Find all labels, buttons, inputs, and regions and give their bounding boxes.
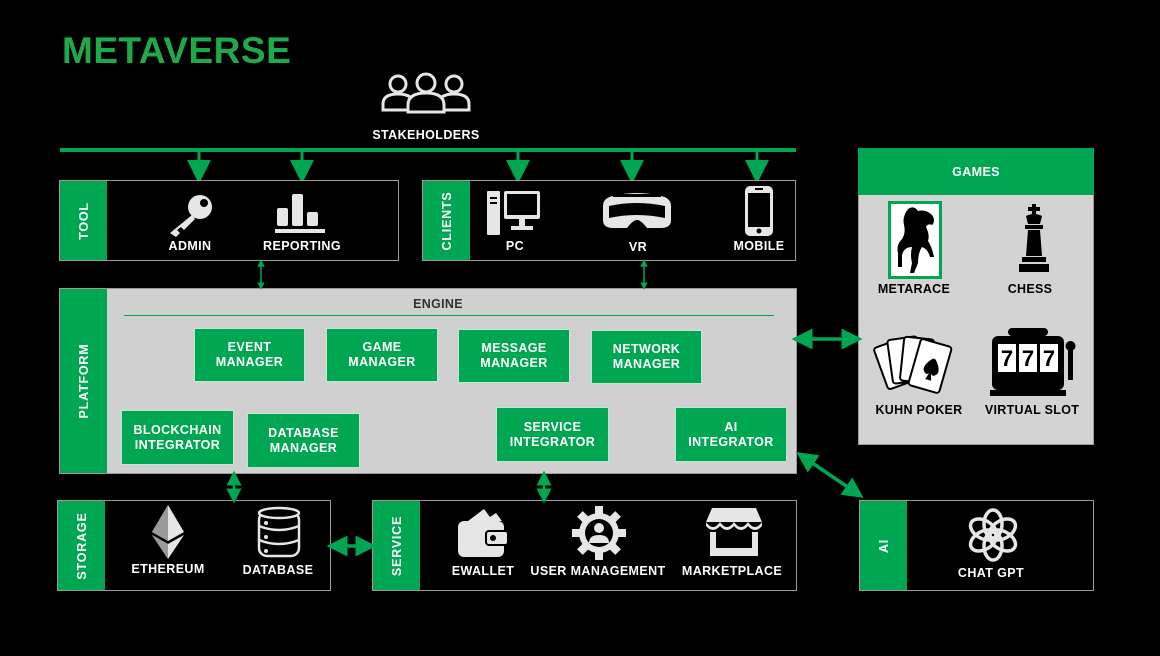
ai-item-chat-gpt-label: CHAT GPT: [957, 566, 1025, 580]
database-icon: [257, 506, 301, 558]
svg-text:7: 7: [1043, 346, 1055, 371]
chess-king-icon: [1019, 204, 1049, 272]
ethereum-icon: [152, 505, 184, 559]
wallet-icon: [458, 509, 509, 557]
games-item-metarace-label: METARACE: [877, 282, 951, 296]
stakeholders-label: STAKEHOLDERS: [372, 128, 480, 142]
games-item-kuhn-poker-label: KUHN POKER: [875, 403, 963, 417]
svg-text:7: 7: [1001, 346, 1013, 371]
service-side-label: SERVICE: [373, 501, 420, 590]
tool-item-reporting-label: REPORTING: [263, 239, 341, 253]
ai-side-label: AI: [860, 501, 907, 590]
storefront-icon: [706, 508, 762, 556]
engine-divider: [124, 315, 774, 316]
games-item-virtual-slot-label: VIRTUAL SLOT: [984, 403, 1080, 417]
key-icon: [170, 195, 212, 237]
games-header: GAMES: [858, 148, 1094, 195]
service-item-user-management-label: USER MANAGEMENT: [530, 564, 666, 578]
page-title: METAVERSE: [62, 30, 292, 71]
storage-side-label: STORAGE: [58, 501, 105, 590]
tool-side-label: TOOL: [60, 181, 107, 260]
storage-item-database-label: DATABASE: [242, 563, 314, 577]
openai-icon: [968, 508, 1018, 562]
tool-panel: TOOL: [59, 180, 399, 261]
desktop-computer-icon: [487, 191, 540, 235]
bar-chart-icon: [275, 194, 325, 233]
clients-side-label: CLIENTS: [423, 181, 470, 260]
svg-text:7: 7: [1022, 346, 1034, 371]
smartphone-icon: [745, 186, 773, 236]
service-item-marketplace-label: MARKETPLACE: [681, 564, 783, 578]
clients-item-pc-label: PC: [505, 239, 525, 253]
horse-icon: [888, 201, 942, 279]
clients-item-vr-label: VR: [628, 240, 648, 254]
engine-label: ENGINE: [413, 297, 463, 311]
user-gear-icon: [572, 506, 626, 560]
clients-item-mobile-label: MOBILE: [733, 239, 785, 253]
tool-item-admin-label: ADMIN: [168, 239, 212, 253]
playing-cards-icon: [873, 335, 953, 394]
games-item-chess-label: CHESS: [1007, 282, 1053, 296]
ai-panel: AI: [859, 500, 1094, 591]
platform-side-label: PLATFORM: [60, 289, 107, 473]
users-icon: [381, 72, 471, 114]
storage-item-ethereum-label: ETHEREUM: [131, 562, 205, 576]
vr-headset-icon: [603, 193, 671, 228]
service-item-ewallet-label: EWALLET: [451, 564, 515, 578]
